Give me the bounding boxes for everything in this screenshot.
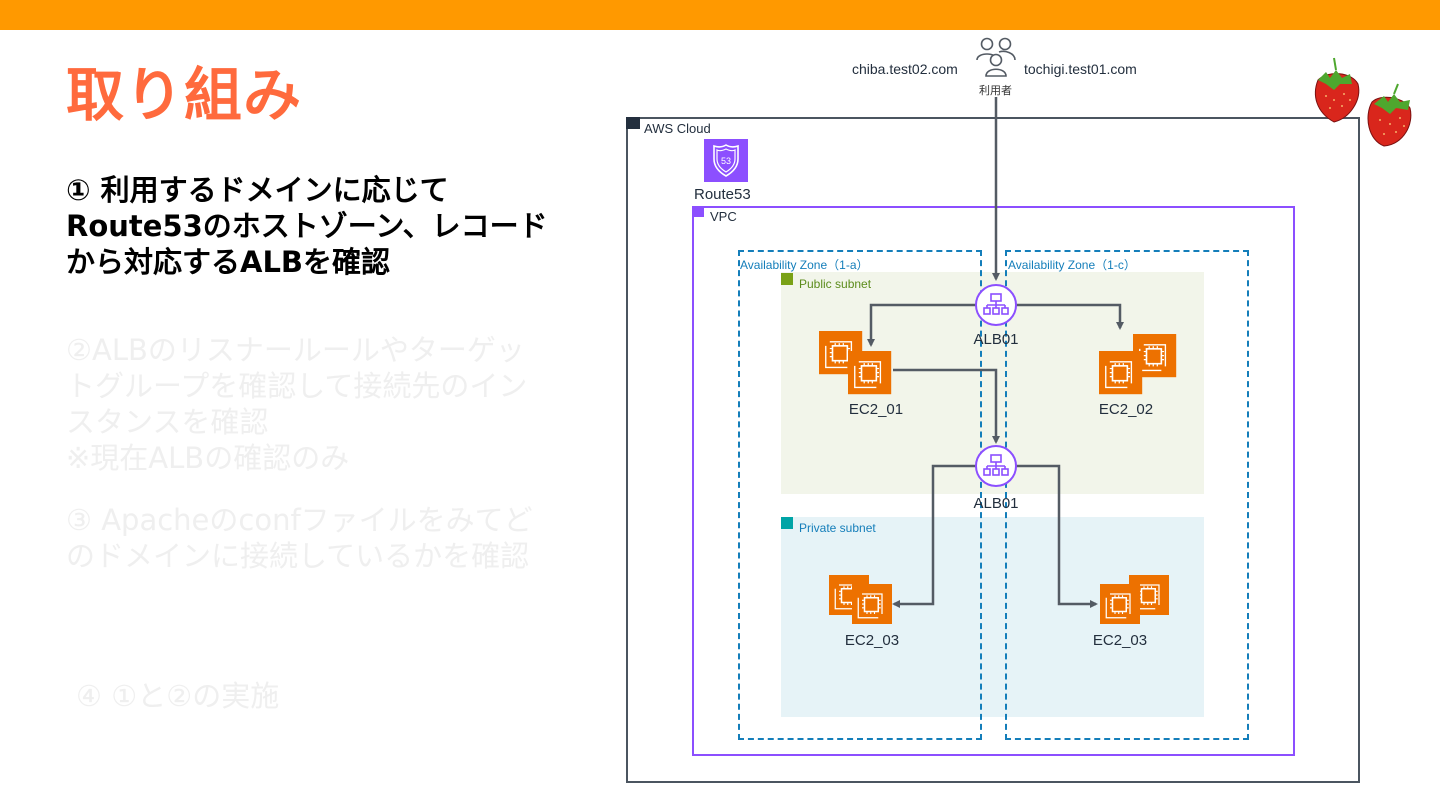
step-2-line: トグループを確認して接続先のイン	[66, 369, 528, 403]
slide-title: 取り組み	[66, 61, 303, 129]
vpc-label: VPC	[710, 209, 737, 224]
step-1-line: ① 利用するドメインに応じて	[66, 173, 449, 207]
step-3: ③ Apacheのconfファイルをみてど のドメインに接続しているかを確認	[66, 502, 606, 574]
ec2-instances-icon	[1099, 583, 1141, 625]
ec2-03-left-label: EC2_03	[844, 632, 900, 649]
aws-cloud-group	[626, 117, 1360, 783]
lock-icon	[781, 517, 793, 529]
availability-zone-1c	[1005, 250, 1249, 740]
connector-alb-ec2-03-left	[892, 464, 976, 608]
ec2-03-right-label: EC2_03	[1092, 632, 1148, 649]
steps-list: ① 利用するドメインに応じて Route53のホストゾーン、レコード から対応す…	[66, 172, 606, 713]
svg-text:53: 53	[721, 156, 731, 166]
connector-ec2-01-alb-internal	[893, 368, 1000, 444]
step-2: ②ALBのリスナールールやターゲッ トグループを確認して接続先のイン スタンスを…	[66, 332, 606, 476]
aws-cloud-icon	[626, 117, 640, 129]
connector-alb-ec2-01	[867, 303, 976, 347]
step-1: ① 利用するドメインに応じて Route53のホストゾーン、レコード から対応す…	[66, 172, 606, 280]
ec2-02-label: EC2_02	[1098, 401, 1154, 418]
step-2-line: ※現在ALBの確認のみ	[66, 441, 350, 475]
load-balancer-icon	[975, 445, 1017, 487]
ec2-01-label: EC2_01	[848, 401, 904, 418]
step-1-line: Route53のホストゾーン、レコード	[66, 209, 548, 243]
alb-internal-label: ALB01	[973, 495, 1019, 512]
step-3-line: ③ Apacheのconfファイルをみてど	[66, 503, 533, 537]
connector-alb-ec2-03-right	[1016, 464, 1098, 608]
aws-cloud-label: AWS Cloud	[644, 121, 711, 136]
ec2-instances-icon	[1098, 350, 1144, 396]
users-label: 利用者	[979, 85, 1012, 97]
top-accent-bar	[0, 0, 1440, 30]
strawberry-icon	[1314, 57, 1360, 123]
domain-label-left: chiba.test02.com	[852, 61, 958, 77]
strawberry-icon	[1367, 83, 1412, 147]
lock-icon	[781, 273, 793, 285]
step-4-line: ④ ①と②の実施	[76, 679, 280, 713]
step-3-line: のドメインに接続しているかを確認	[66, 539, 530, 573]
vpc-icon	[692, 206, 704, 217]
step-1-line: から対応するALBを確認	[66, 245, 391, 279]
step-2-line: スタンスを確認	[66, 405, 269, 439]
vpc-group	[692, 206, 1295, 756]
load-balancer-icon	[975, 284, 1017, 326]
alb-public-label: ALB01	[973, 331, 1019, 348]
availability-zone-1a	[738, 250, 982, 740]
step-4: ④ ①と②の実施	[76, 678, 616, 714]
connector-alb-ec2-02	[1016, 303, 1124, 330]
step-2-line: ②ALBのリスナールールやターゲッ	[66, 333, 525, 367]
domain-label-right: tochigi.test01.com	[1024, 61, 1137, 77]
availability-zone-1c-label: Availability Zone（1-c）	[1008, 258, 1136, 272]
route53-label: Route53	[694, 186, 751, 203]
users-icon	[976, 37, 1016, 77]
ec2-instances-icon	[851, 583, 893, 625]
private-subnet-label: Private subnet	[799, 521, 876, 535]
public-subnet-label: Public subnet	[799, 277, 872, 291]
ec2-instances-icon	[847, 350, 893, 396]
route53-icon: 53	[704, 139, 748, 182]
availability-zone-1a-label: Availability Zone（1-a）	[740, 258, 869, 272]
